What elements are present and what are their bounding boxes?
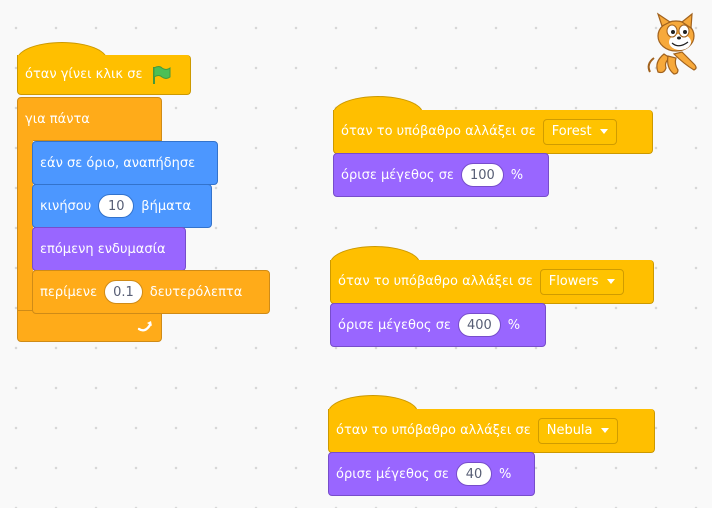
when-backdrop-switches-block[interactable]: όταν το υπόβαθρο αλλάξει σε Forest (333, 110, 653, 154)
backdrop-dropdown-value: Forest (551, 124, 592, 139)
move-label: κινήσου (40, 198, 92, 214)
forever-arm (17, 140, 33, 310)
backdrop-dropdown[interactable]: Flowers (539, 268, 624, 295)
forever-top: για πάντα (17, 97, 162, 141)
backdrop-dropdown[interactable]: Nebula (537, 417, 618, 444)
wait-unit: δευτερόλεπτα (149, 284, 243, 300)
set-size-label: όρισε μέγεθος σε (336, 466, 449, 482)
percent-label: % (498, 466, 512, 482)
hat-label: όταν το υπόβαθρο αλλάξει σε (341, 124, 536, 139)
chevron-down-icon (599, 129, 608, 134)
loop-arrow-icon (137, 319, 153, 333)
bounce-on-edge-block[interactable]: εάν σε όριο, αναπήδησε (32, 141, 218, 185)
forever-label: για πάντα (25, 111, 90, 127)
when-flag-clicked-block[interactable]: όταν γίνει κλικ σε (17, 55, 191, 95)
size-input[interactable]: 400 (457, 313, 501, 337)
next-costume-label: επόμενη ενδυμασία (40, 241, 166, 257)
percent-label: % (510, 167, 524, 183)
set-size-label: όρισε μέγεθος σε (338, 317, 451, 333)
size-input[interactable]: 40 (455, 462, 492, 486)
backdrop-dropdown-value: Flowers (548, 274, 599, 289)
forever-block[interactable]: για πάντα (17, 97, 162, 342)
wait-seconds-block[interactable]: περίμενε 0.1 δευτερόλεπτα (32, 270, 270, 314)
backdrop-dropdown[interactable]: Forest (542, 118, 617, 145)
forever-bottom (17, 310, 162, 342)
move-unit: βήματα (141, 198, 192, 214)
when-backdrop-switches-block[interactable]: όταν το υπόβαθρο αλλάξει σε Nebula (328, 409, 655, 453)
hat-label: όταν το υπόβαθρο αλλάξει σε (338, 274, 533, 289)
set-size-block[interactable]: όρισε μέγεθος σε 400 % (330, 303, 546, 347)
set-size-block[interactable]: όρισε μέγεθος σε 100 % (333, 153, 549, 197)
size-input[interactable]: 100 (460, 163, 504, 187)
hat-label: όταν το υπόβαθρο αλλάξει σε (336, 423, 531, 438)
set-size-block[interactable]: όρισε μέγεθος σε 40 % (328, 452, 535, 496)
bounce-label: εάν σε όριο, αναπήδησε (40, 155, 196, 171)
chevron-down-icon (606, 279, 615, 284)
set-size-label: όρισε μέγεθος σε (341, 167, 454, 183)
scratch-cat-icon (644, 12, 700, 78)
move-steps-block[interactable]: κινήσου 10 βήματα (32, 184, 212, 228)
green-flag-icon (150, 65, 172, 85)
next-costume-block[interactable]: επόμενη ενδυμασία (32, 227, 186, 271)
percent-label: % (507, 317, 521, 333)
wait-label: περίμενε (40, 284, 98, 300)
backdrop-dropdown-value: Nebula (546, 423, 593, 438)
wait-seconds-input[interactable]: 0.1 (104, 280, 143, 304)
chevron-down-icon (600, 428, 609, 433)
when-backdrop-switches-block[interactable]: όταν το υπόβαθρο αλλάξει σε Flowers (330, 260, 654, 304)
hat-label: όταν γίνει κλικ σε (25, 67, 143, 82)
move-steps-input[interactable]: 10 (98, 194, 135, 218)
